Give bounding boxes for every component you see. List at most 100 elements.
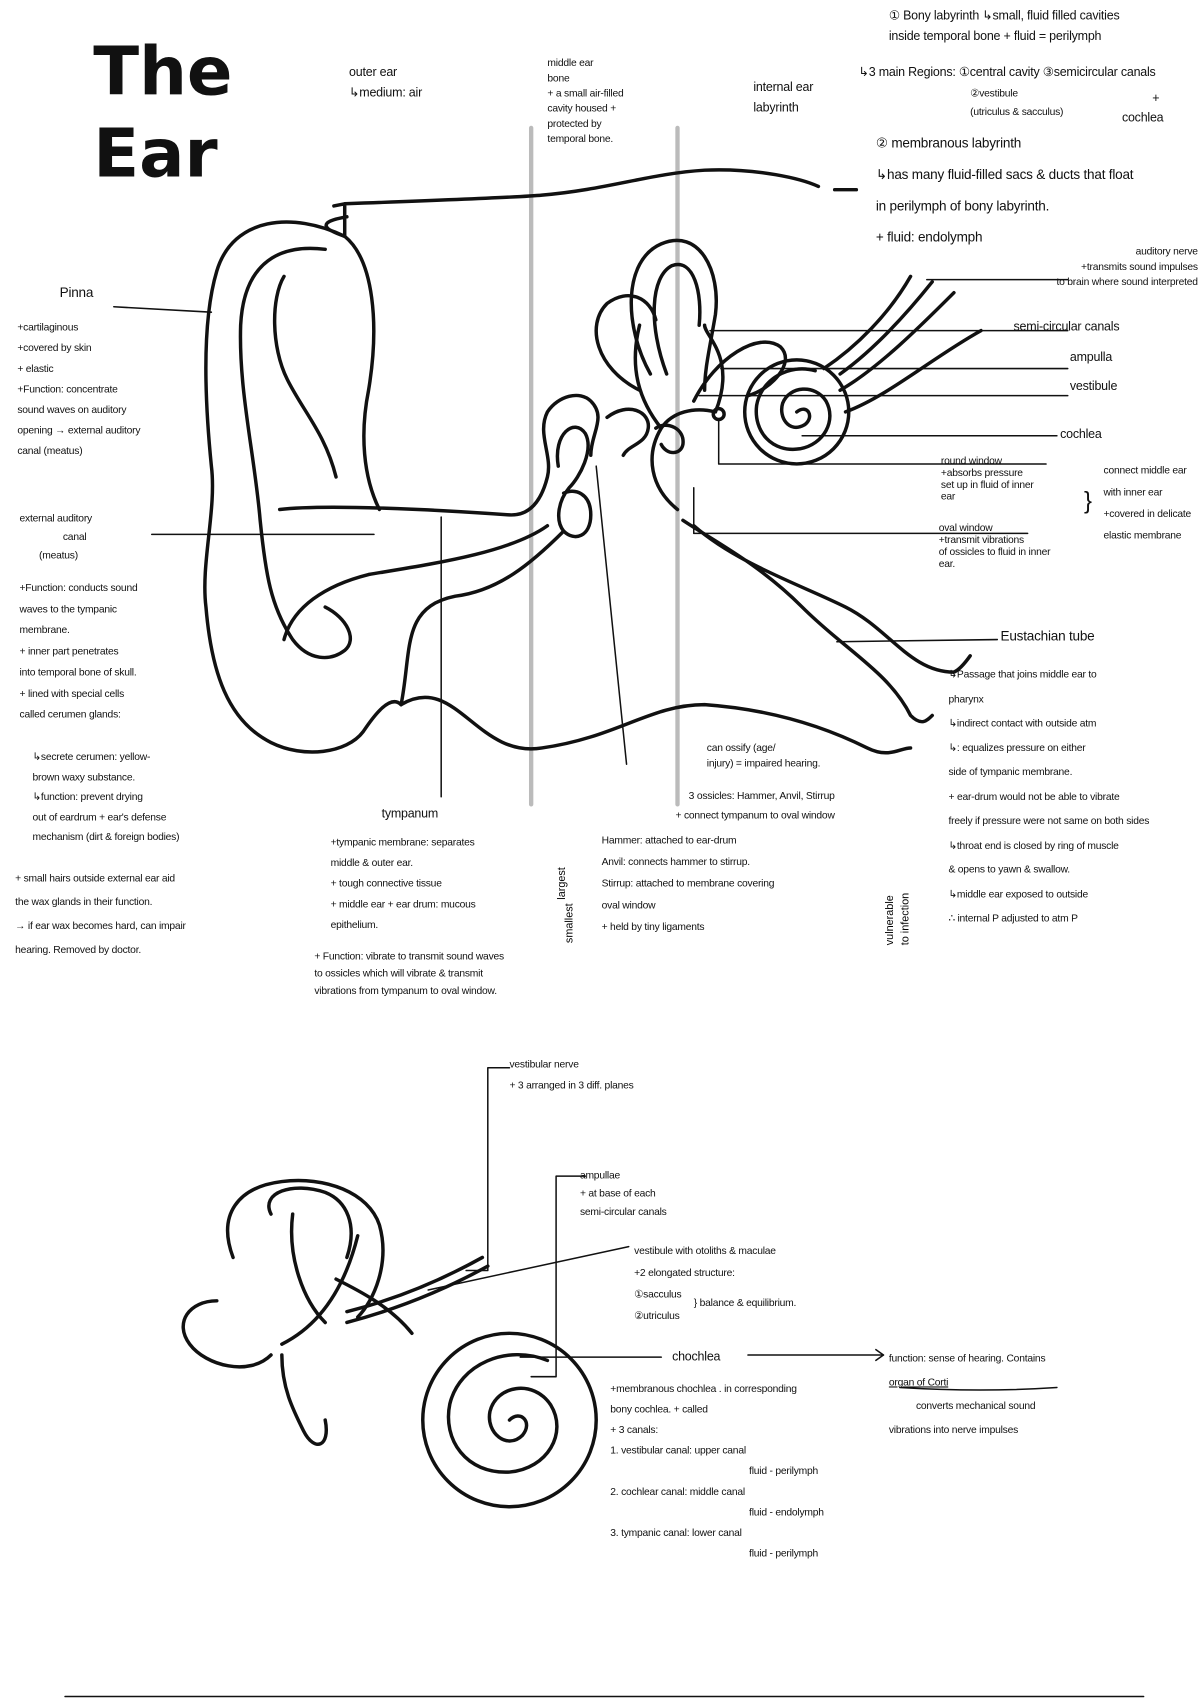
pinna-label: Pinna xyxy=(59,285,94,301)
note-line: ↳secrete cerumen: yellow- xyxy=(32,751,151,764)
tympanum-notes: +tympanic membrane: separates middle & ou… xyxy=(331,833,476,936)
main-regions-note: ↳3 main Regions: ①central cavity ③semici… xyxy=(858,66,1156,80)
note-line: to ossicles which will vibrate & transmi… xyxy=(314,968,483,980)
note-line: protected by xyxy=(547,118,602,131)
note-line: +transmits sound impulses xyxy=(1081,261,1198,274)
note-line: ↳: equalizes pressure on either xyxy=(948,741,1086,754)
cochlea-canals-notes: +membranous chochlea . in corresponding b… xyxy=(610,1379,824,1564)
note-line: ①sacculus xyxy=(634,1288,682,1301)
note-line: fluid - perilymph xyxy=(749,1547,819,1560)
concha-outline xyxy=(272,234,382,512)
note-line: ↳middle ear exposed to outside xyxy=(948,888,1089,901)
window-brace: } xyxy=(1084,486,1092,514)
bottom-leader-lines xyxy=(64,1066,1145,1698)
note-line: + at base of each xyxy=(579,1188,656,1200)
semicircular-canals xyxy=(594,238,788,403)
note-line: ↳medium: air xyxy=(349,86,423,100)
note-line: vibrations into nerve impulses xyxy=(888,1424,1019,1437)
note-line: + fluid: endolymph xyxy=(875,229,983,245)
pinna-notes: +cartilaginous+covered by skin+ elastic+… xyxy=(17,318,140,462)
balance-note: } balance & equilibrium. xyxy=(693,1297,797,1310)
cochlea-spiral xyxy=(754,367,832,452)
note-line: temporal bone. xyxy=(547,133,614,146)
note-line: (meatus) xyxy=(39,549,78,562)
note-line: vestibular nerve xyxy=(509,1059,579,1071)
note-line: + ear-drum would not be able to vibrate xyxy=(948,790,1120,803)
note-line: ② membranous labyrinth xyxy=(875,135,1022,151)
bottom-vestibule-label: vestibule with otoliths & maculae+2 elon… xyxy=(634,1241,776,1328)
note-line: opening → external auditory xyxy=(17,424,141,437)
title-line: The xyxy=(93,31,233,111)
note-line: bony cochlea. + called xyxy=(610,1403,708,1416)
note-line: of ossicles to fluid in inner xyxy=(938,546,1051,559)
note-line: +Function: concentrate xyxy=(17,383,118,396)
vestibule-label: vestibule xyxy=(1069,380,1118,394)
note-line: + 3 canals: xyxy=(610,1424,659,1437)
note-line: +Function: conducts sound xyxy=(19,582,138,595)
note-line: ↳has many fluid-filled sacs & ducts that… xyxy=(875,166,1134,183)
note-line: side of tympanic membrane. xyxy=(948,766,1073,779)
note-line: +covered by skin xyxy=(17,342,92,355)
auditory-nerve xyxy=(822,274,983,414)
note-line: ear. xyxy=(938,558,956,571)
note-line: fluid - perilymph xyxy=(749,1465,819,1478)
note-line: to brain where sound interpreted xyxy=(1056,276,1198,289)
note-line: ear xyxy=(940,491,956,503)
note-line: ②vestibule xyxy=(970,87,1018,100)
note-line: (utriculus & sacculus) xyxy=(970,106,1064,119)
title-line: Ear xyxy=(93,113,218,193)
bottom-cochlea-spiral xyxy=(446,1352,559,1474)
bottom-nerve-drawing xyxy=(345,1255,490,1325)
note-line: function: sense of hearing. Contains xyxy=(888,1352,1046,1365)
note-line: ②utriculus xyxy=(634,1310,680,1323)
note-line: external auditory xyxy=(19,512,93,525)
note-line: semi-circular canals xyxy=(579,1206,667,1219)
note-line: set up in fluid of inner xyxy=(940,479,1034,492)
note-line: auditory nerve xyxy=(1135,246,1198,258)
note-line: +membranous chochlea . in corresponding xyxy=(610,1383,797,1396)
note-line: waves to the tympanic xyxy=(19,603,118,616)
note-line: Hammer: attached to ear-drum xyxy=(601,834,737,847)
note-line: internal ear xyxy=(753,81,814,95)
note-line: can ossify (age/ xyxy=(706,742,776,755)
note-line: the wax glands in their function. xyxy=(15,896,153,909)
note-line: +covered in delicate xyxy=(1103,508,1192,521)
outer-ear-header: outer ear↳medium: air xyxy=(349,63,422,104)
note-line: + lined with special cells xyxy=(19,687,125,700)
note-line: & opens to yawn & swallow. xyxy=(948,863,1071,876)
ossify-note: can ossify (age/injury) = impaired heari… xyxy=(706,741,821,771)
canal-notes: +Function: conducts sound waves to the ty… xyxy=(20,578,138,726)
note-line: ↳throat end is closed by ring of muscle xyxy=(948,839,1119,852)
note-line: + a small air-filled xyxy=(547,87,624,100)
note-line: ampullae xyxy=(579,1169,620,1182)
pinna-inner-fold xyxy=(238,246,352,660)
note-line: labyrinth xyxy=(753,101,799,115)
note-line: middle & outer ear. xyxy=(330,857,414,870)
note-line: connect middle ear xyxy=(1103,465,1187,477)
note-line: freely if pressure were not same on both… xyxy=(948,815,1150,828)
semicircular-canals-label: semi-circular canals xyxy=(1013,320,1120,334)
ossicles-icon xyxy=(555,407,685,539)
round-window xyxy=(711,406,726,422)
middle-ear-floor xyxy=(399,695,913,755)
eustachian-tube xyxy=(681,518,972,724)
note-line: → if ear wax becomes hard, can impair xyxy=(15,920,186,933)
bottom-canals-drawing xyxy=(280,1212,414,1346)
note-line: + 3 arranged in 3 diff. planes xyxy=(509,1079,634,1092)
note-line: + Function: vibrate to transmit sound wa… xyxy=(314,950,504,963)
internal-ear-header: internal ear labyrinth xyxy=(753,78,813,119)
page-title: The Ear xyxy=(93,30,232,195)
note-line: to infection xyxy=(899,892,912,946)
note-line: +tympanic membrane: separates xyxy=(330,836,475,849)
plus-sign: + xyxy=(1152,92,1160,106)
bony-labyrinth-drawing xyxy=(181,1178,385,1446)
pinna-outline xyxy=(203,220,403,754)
bony-labyrinth-note: ① Bony labyrinth ↳small, fluid filled ca… xyxy=(889,7,1120,48)
note-line: bone xyxy=(547,72,570,85)
